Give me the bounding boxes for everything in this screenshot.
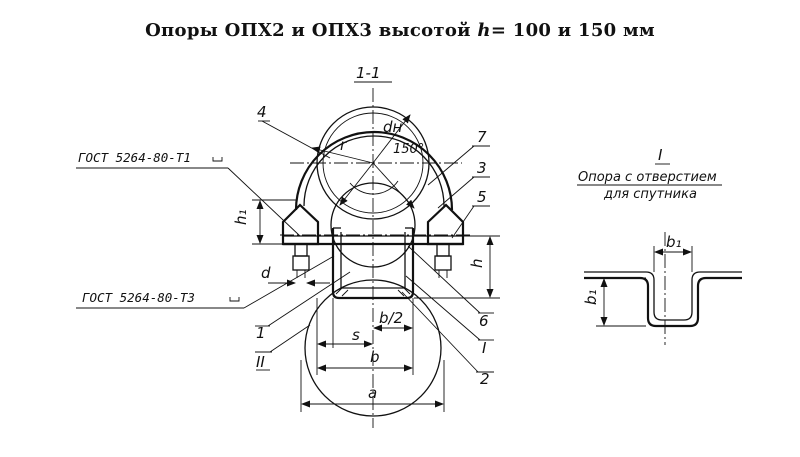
callout-5: 5 (477, 188, 487, 206)
bolts (292, 243, 452, 278)
detail-I: I Опора с отверстием для спутника b₁ b₁ (577, 146, 742, 345)
gost-annotations: ГОСТ 5264-80-Т1 ГОСТ 5264-80-Т3 (76, 150, 335, 309)
title-var: h (477, 20, 491, 41)
dim-b: b (370, 348, 380, 366)
callout-2: 2 (480, 370, 490, 388)
svg-text:1-1: 1-1 (356, 64, 381, 82)
detail-dim-b1-v: b₁ (582, 289, 600, 305)
title-suffix: = 100 и 150 мм (490, 20, 655, 41)
gost-top: ГОСТ 5264-80-Т1 (78, 150, 191, 165)
dim-r: r (340, 136, 347, 154)
vertical-dims: h₁ h (232, 199, 500, 299)
callout-1: 1 (256, 324, 266, 342)
callout-3: 3 (477, 159, 487, 177)
callout-6: 6 (479, 312, 489, 330)
horizontal-dims: s b/2 b a (300, 298, 445, 412)
callouts: 4 7 3 5 6 I 2 1 II (255, 103, 494, 388)
dim-b-half: b/2 (379, 309, 403, 327)
title-prefix: Опоры ОПХ2 и ОПХ3 высотой (145, 20, 471, 41)
callout-7: 7 (477, 128, 487, 146)
lower-pipe (304, 279, 442, 417)
detail-caption-2: для спутника (603, 187, 697, 202)
dim-h1: h₁ (232, 209, 250, 225)
page-title: Опоры ОПХ2 и ОПХ3 высотой h= 100 и 150 м… (0, 20, 800, 41)
dim-d-group: d (261, 264, 330, 287)
dim-s: s (352, 326, 360, 344)
callout-4: 4 (257, 103, 267, 121)
dim-h: h (468, 258, 486, 268)
dim-dn: dн (383, 118, 403, 136)
callout-I: I (482, 339, 487, 357)
callout-II: II (256, 353, 265, 371)
dim-a: a (368, 384, 377, 402)
detail-dim-b1-h: b₁ (666, 233, 682, 251)
support-body (281, 182, 465, 300)
detail-caption-1: Опора с отверстием (578, 170, 717, 185)
dim-d: d (261, 264, 271, 282)
dim-angle: 150° (393, 142, 424, 157)
detail-label: I (658, 146, 663, 164)
section-label: 1-1 (354, 64, 392, 83)
centerlines (280, 88, 470, 428)
gost-bottom: ГОСТ 5264-80-Т3 (82, 290, 195, 305)
